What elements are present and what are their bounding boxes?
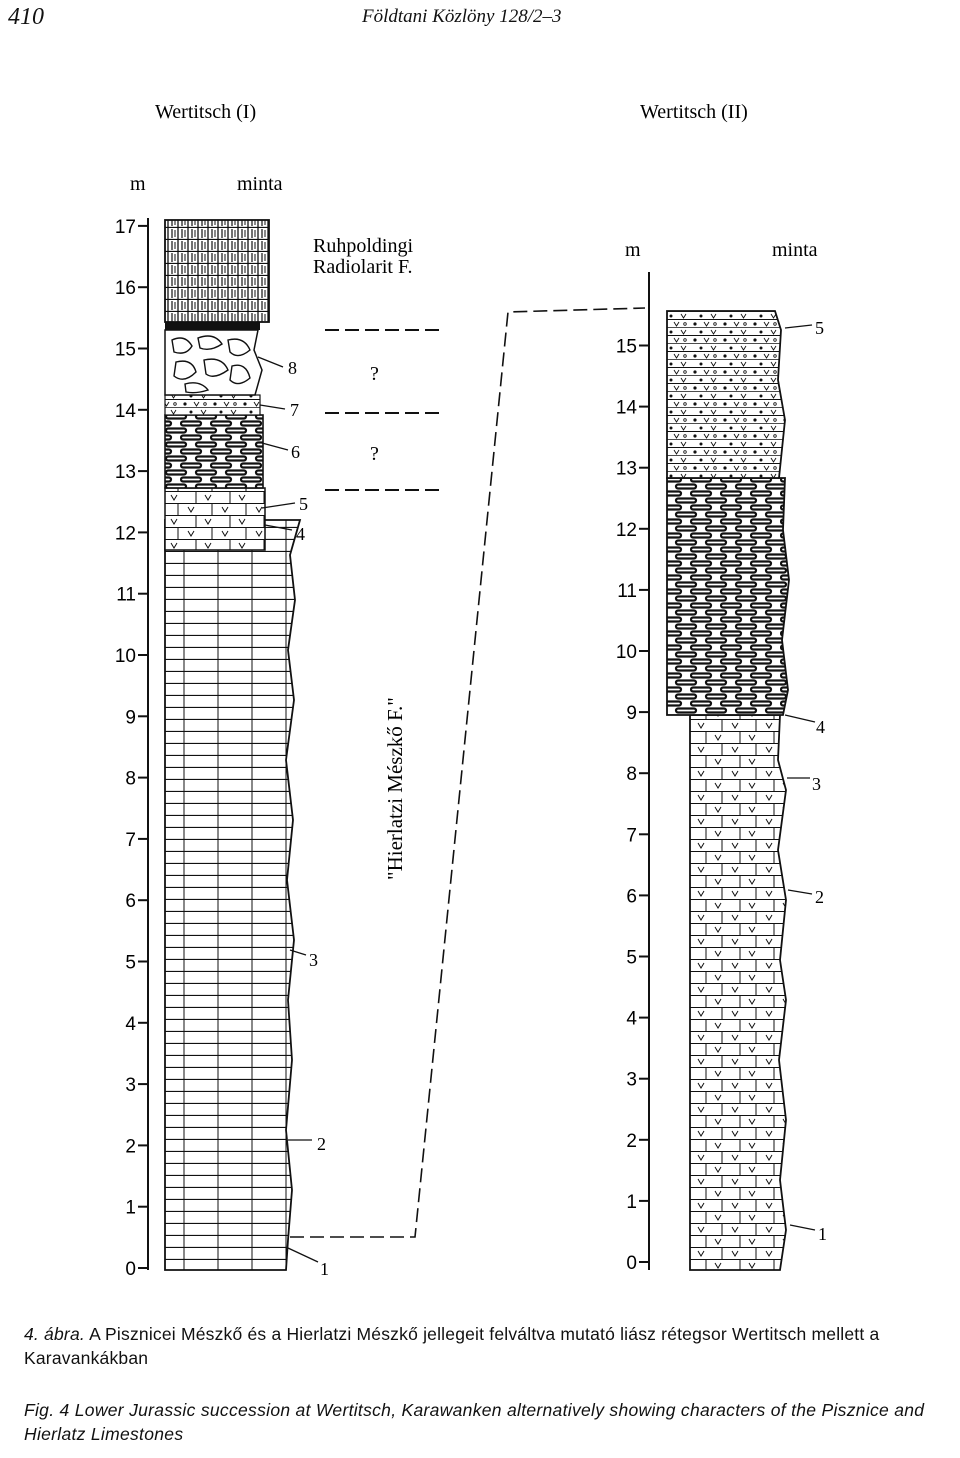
nodular-limestone-unit [164, 414, 264, 489]
sample-2-2: 2 [815, 887, 824, 907]
sample-1-1: 1 [320, 1259, 329, 1279]
tick-label: 4 [125, 1014, 136, 1035]
hierlatz-limestone-unit [164, 519, 302, 1271]
section-2-column [666, 310, 790, 1271]
radiolarite-unit [164, 219, 270, 323]
section-2-sample-label: minta [772, 239, 818, 261]
section-1-sample-markers [257, 356, 319, 1263]
caption-hu-text: A Pisznicei Mészkő és a Hierlatzi Mészkő… [24, 1324, 880, 1368]
sample-1-2: 2 [317, 1134, 326, 1154]
section-2-title: Wertitsch (II) [640, 101, 748, 123]
section-2-axis-unit: m [625, 239, 641, 261]
section-1-sample-label: minta [237, 173, 283, 195]
journal-title: Földtani Közlöny 128/2–3 [362, 6, 562, 27]
tick-label: 11 [116, 585, 136, 606]
tick-label: 12 [616, 520, 637, 541]
page-header: 410 Földtani Közlöny 128/2–3 [0, 0, 960, 40]
section-2-sample-markers [784, 324, 816, 1231]
tick-label: 1 [626, 1192, 637, 1213]
tick-label: 2 [626, 1131, 637, 1152]
nodular-limestone-unit-2 [666, 477, 790, 716]
question-mark-1: ? [370, 363, 379, 385]
sample-2-4: 4 [816, 717, 825, 737]
tick-label: 10 [616, 642, 637, 663]
tick-label: 12 [115, 523, 136, 544]
tick-label: 5 [125, 953, 136, 974]
tick-label: 1 [125, 1198, 136, 1219]
sample-1-8: 8 [288, 358, 297, 378]
formation-top-line-2: Radiolarit F. [313, 256, 413, 278]
sample-1-5: 5 [299, 494, 308, 514]
tick-label: 14 [115, 401, 137, 422]
caption-en-text: Lower Jurassic succession at Wertitsch, … [24, 1400, 925, 1444]
tick-label: 9 [626, 703, 637, 724]
tick-label: 0 [125, 1259, 136, 1280]
tick-label: 2 [125, 1136, 136, 1157]
tick-label: 0 [626, 1253, 637, 1274]
tick-label: 13 [616, 459, 637, 480]
tick-label: 6 [626, 886, 637, 907]
tick-label: 7 [626, 825, 637, 846]
sample-2-1: 1 [818, 1224, 827, 1244]
stratigraphic-figure: Wertitsch (I) m minta 012345678910111213… [115, 101, 827, 1280]
dark-marker-bed [165, 322, 260, 330]
oolitic-limestone-unit-2 [666, 310, 786, 479]
formation-boundaries [325, 329, 440, 491]
sample-1-4: 4 [296, 524, 305, 544]
tick-label: 11 [617, 581, 637, 602]
tick-label: 3 [125, 1075, 136, 1096]
tick-label: 3 [626, 1070, 637, 1091]
tick-label: 6 [125, 891, 136, 912]
tick-label: 15 [616, 337, 637, 358]
cherty-limestone-unit-2 [689, 714, 787, 1271]
tick-label: 14 [616, 398, 638, 419]
sample-2-3: 3 [812, 774, 821, 794]
correlation-lines [290, 307, 646, 1238]
section-1-column [164, 219, 302, 1271]
oolitic-band-unit [164, 394, 261, 416]
page-number: 410 [8, 4, 44, 30]
caption-english: Fig. 4 Lower Jurassic succession at Wert… [24, 1398, 944, 1446]
question-mark-2: ? [370, 443, 379, 465]
hierlatz-formation-label: "Hierlatzi Mészkő F." [383, 697, 407, 880]
caption-en-label: Fig. 4 [24, 1400, 70, 1420]
caption-hu-label: 4. ábra. [24, 1324, 85, 1344]
tick-label: 8 [125, 769, 136, 790]
tick-label: 9 [125, 707, 136, 728]
tick-label: 10 [115, 646, 136, 667]
formation-top-line-1: Ruhpoldingi [313, 235, 413, 257]
tick-label: 4 [626, 1009, 637, 1030]
sample-2-5: 5 [815, 318, 824, 338]
caption-hungarian: 4. ábra. A Pisznicei Mészkő és a Hierlat… [24, 1322, 944, 1370]
sample-1-6: 6 [291, 442, 300, 462]
breccia-unit [164, 329, 263, 396]
tick-label: 16 [115, 278, 136, 299]
cherty-limestone-unit [164, 487, 266, 551]
sample-1-3: 3 [309, 950, 318, 970]
breccia-clasts [171, 335, 251, 394]
tick-label: 5 [626, 948, 637, 969]
section-1-title: Wertitsch (I) [155, 101, 256, 123]
tick-label: 8 [626, 764, 637, 785]
tick-label: 15 [115, 340, 136, 361]
sample-1-7: 7 [290, 400, 299, 420]
tick-label: 13 [115, 462, 136, 483]
tick-label: 17 [115, 217, 136, 238]
section-1-axis-unit: m [130, 173, 146, 195]
tick-label: 7 [125, 830, 136, 851]
